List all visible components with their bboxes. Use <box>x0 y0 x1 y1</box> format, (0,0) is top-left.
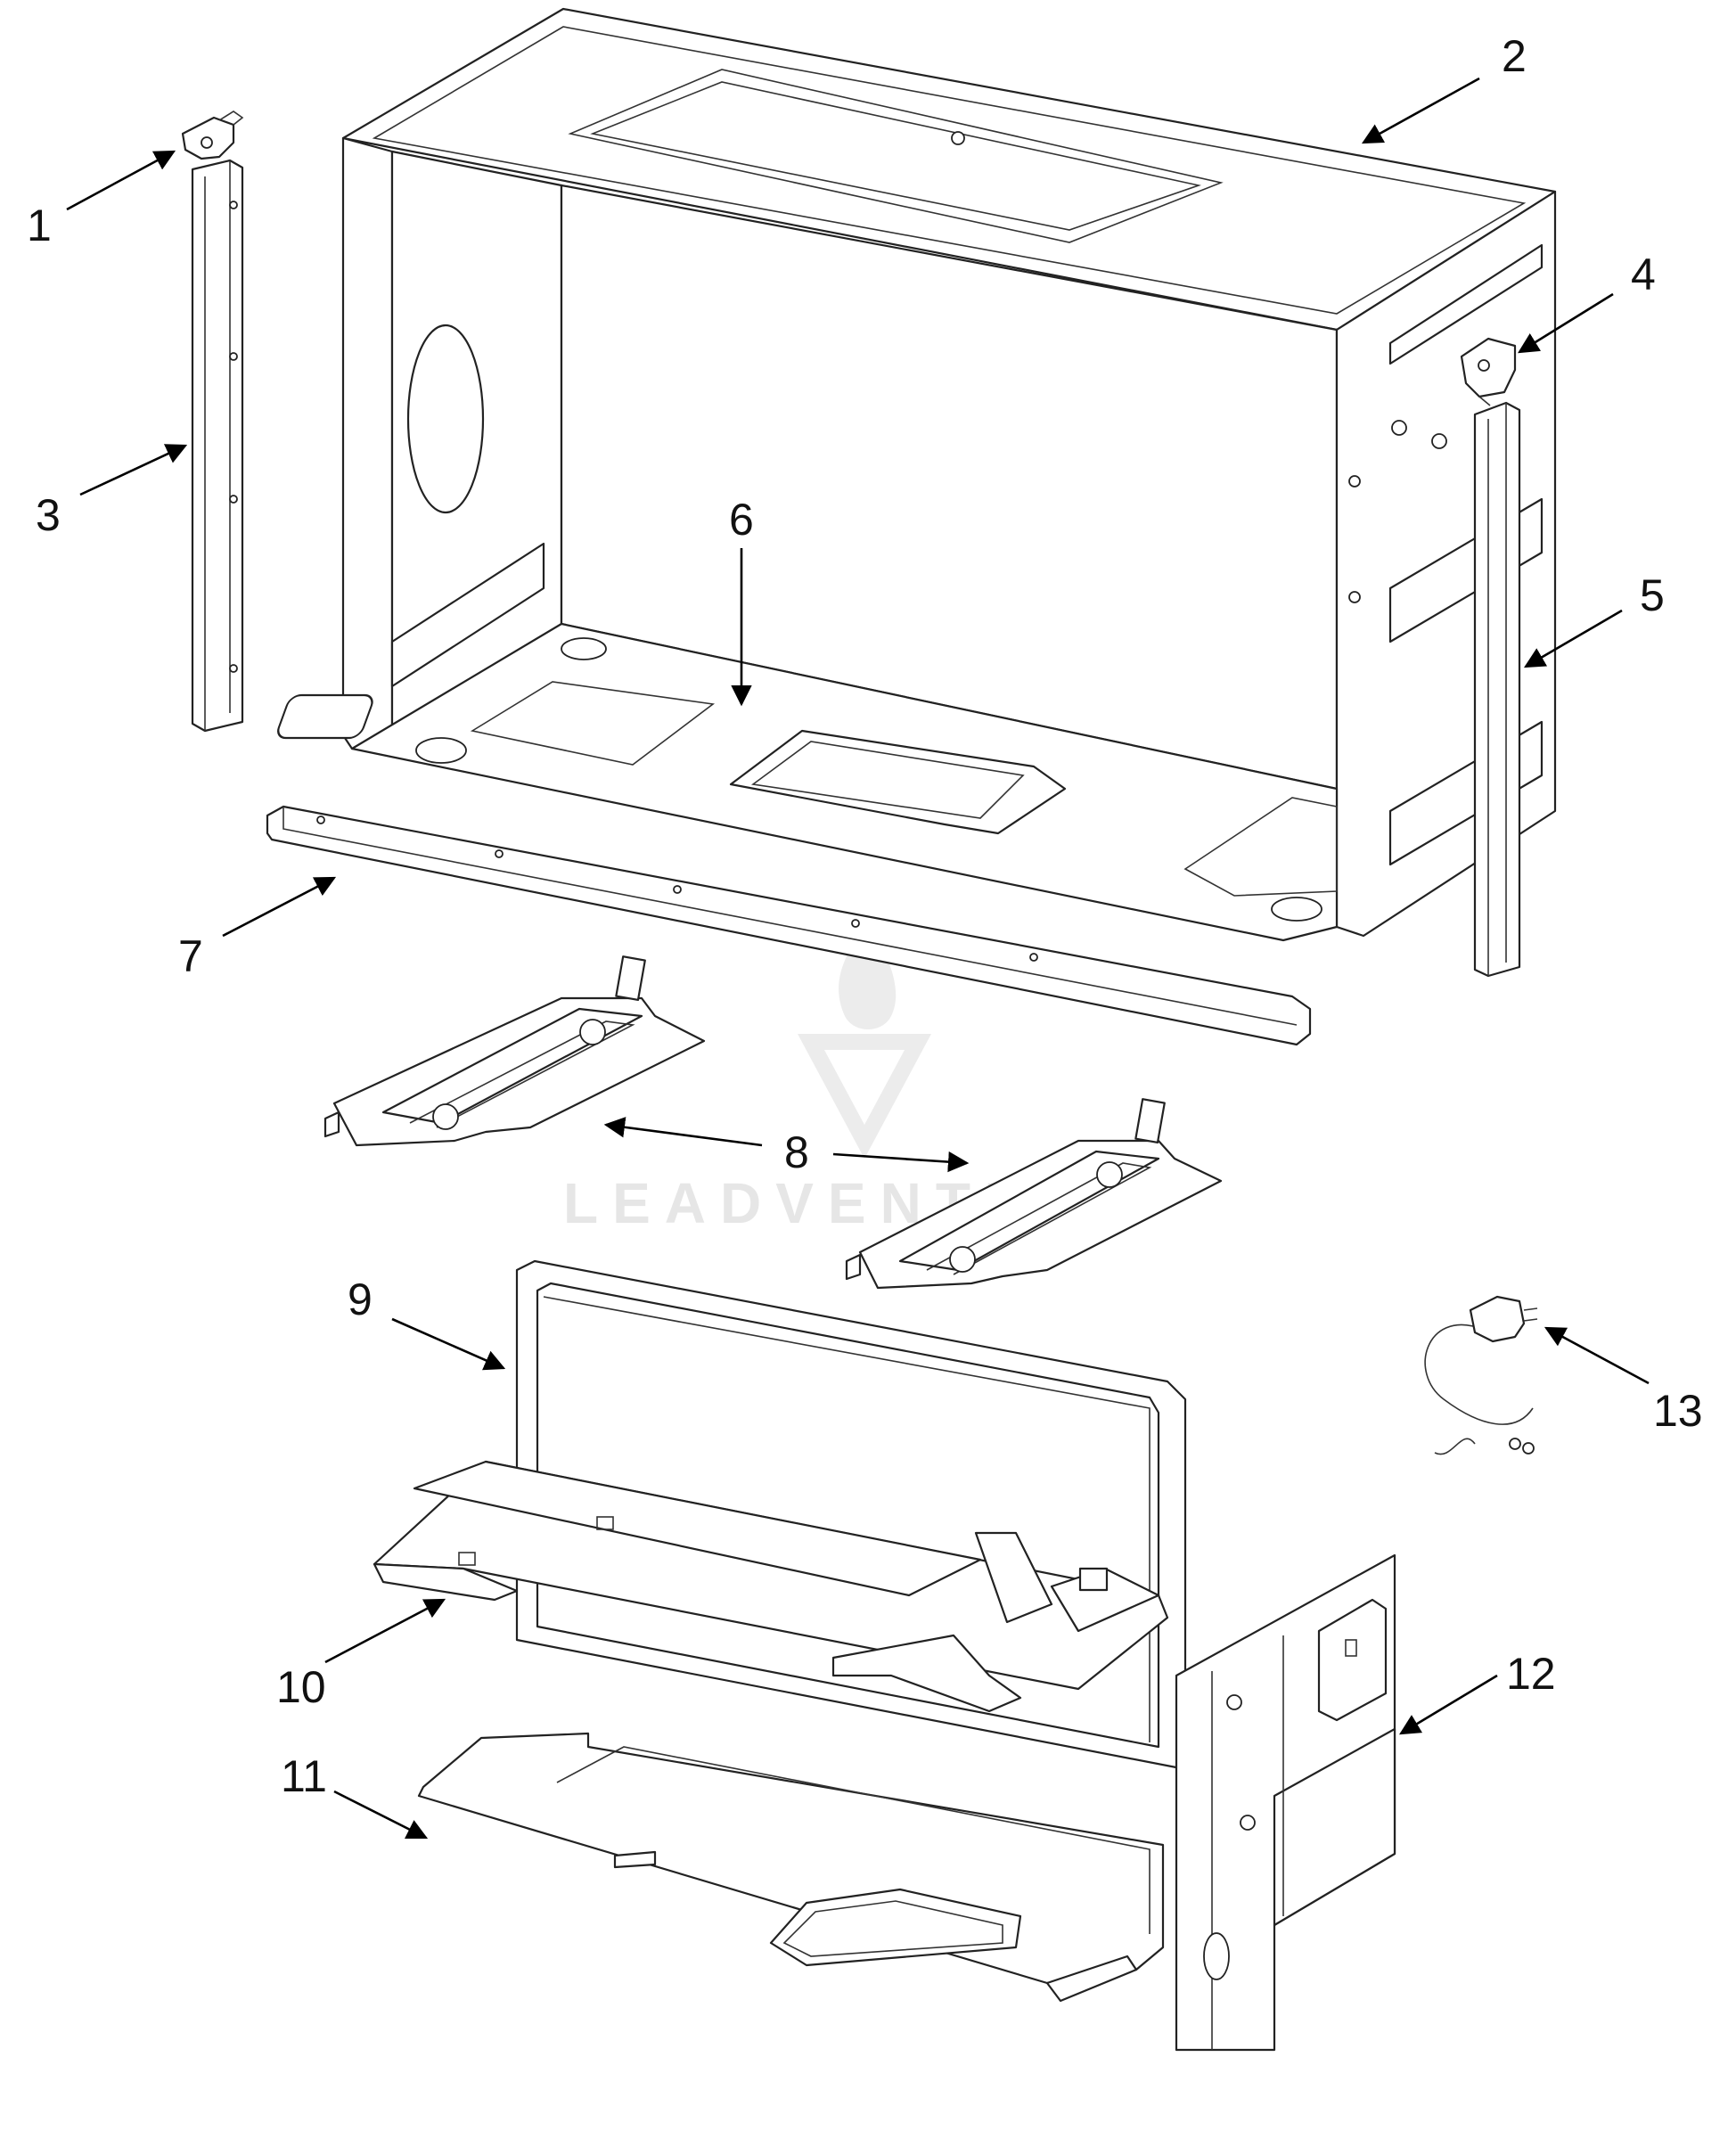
callout-6: 6 <box>729 495 754 545</box>
leader-2 <box>1361 77 1480 144</box>
leader-1 <box>66 150 176 211</box>
callout-3: 3 <box>36 490 61 540</box>
part-11-drain-pan <box>417 1732 1165 2003</box>
callout-10: 10 <box>276 1662 326 1712</box>
part-8-support-bracket-right <box>845 1098 1223 1290</box>
part-3-rail <box>191 159 244 733</box>
callout-5: 5 <box>1640 570 1665 620</box>
callout-7: 7 <box>178 931 203 981</box>
leader-3 <box>79 444 188 496</box>
callout-13: 13 <box>1653 1386 1703 1436</box>
callout-4: 4 <box>1631 250 1656 299</box>
part-12-side-panel <box>1175 1553 1396 2052</box>
callout-2: 2 <box>1502 31 1527 81</box>
callout-9: 9 <box>348 1274 373 1324</box>
watermark-v-icon <box>798 1034 931 1159</box>
callout-8: 8 <box>784 1127 809 1177</box>
leader-7 <box>222 876 337 938</box>
leader-12 <box>1398 1674 1498 1735</box>
callout-11: 11 <box>281 1751 327 1801</box>
leader-9 <box>391 1317 506 1371</box>
callouts: 1 2 3 4 5 6 7 8 9 10 11 12 13 <box>27 31 1703 1801</box>
part-13-power-cord <box>1424 1295 1538 1455</box>
leader-5 <box>1523 609 1623 668</box>
part-4-bracket <box>1460 337 1517 406</box>
part-2-cabinet <box>277 7 1557 942</box>
leader-11 <box>333 1790 429 1840</box>
callout-12: 12 <box>1506 1649 1556 1699</box>
part-8-support-bracket-left <box>323 955 706 1147</box>
leader-13 <box>1544 1326 1650 1385</box>
leader-arrows <box>66 77 1650 1840</box>
leader-8a <box>603 1117 763 1147</box>
part-10-tray <box>373 1460 1169 1713</box>
leader-4 <box>1518 292 1614 354</box>
part-7-front-rail <box>266 805 1312 1046</box>
callout-1: 1 <box>27 201 52 250</box>
part-5-rail <box>1473 401 1521 978</box>
leader-10 <box>324 1598 446 1664</box>
part-1-bracket <box>181 111 244 160</box>
leader-8b <box>832 1151 970 1173</box>
